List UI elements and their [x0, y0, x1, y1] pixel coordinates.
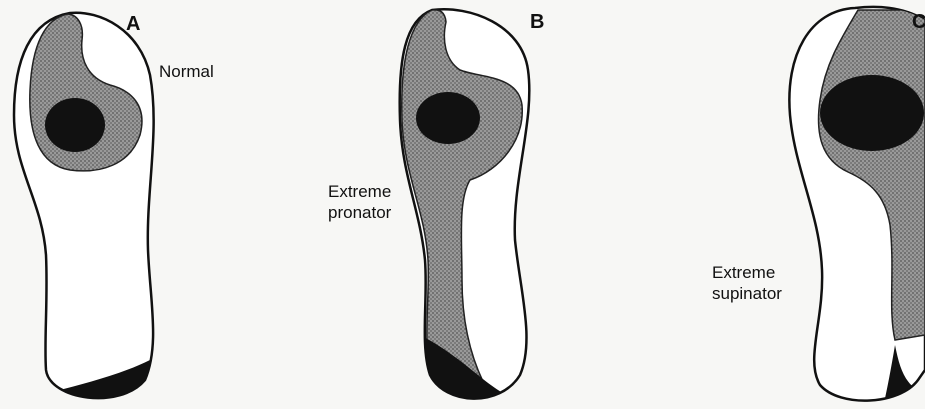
forefoot-pressure-a: [45, 98, 105, 152]
label-pronator-line-1: Extreme: [328, 181, 391, 202]
footprint-b: [400, 9, 530, 409]
label-extreme-supinator: Extreme supinator: [712, 262, 782, 304]
label-supinator-line-2: supinator: [712, 283, 782, 304]
forefoot-pressure-c: [820, 75, 924, 151]
footprint-a: [14, 13, 160, 409]
label-supinator-line-1: Extreme: [712, 262, 782, 283]
label-extreme-pronator: Extreme pronator: [328, 181, 391, 223]
label-normal: Normal: [159, 61, 214, 82]
forefoot-pressure-b: [416, 92, 480, 144]
label-pronator-line-2: pronator: [328, 202, 391, 223]
footprint-c: [789, 7, 925, 409]
panel-letter-a: A: [126, 14, 140, 34]
panel-letter-c: C: [912, 12, 925, 32]
panel-letter-b: B: [530, 12, 544, 32]
label-normal-line-1: Normal: [159, 61, 214, 82]
